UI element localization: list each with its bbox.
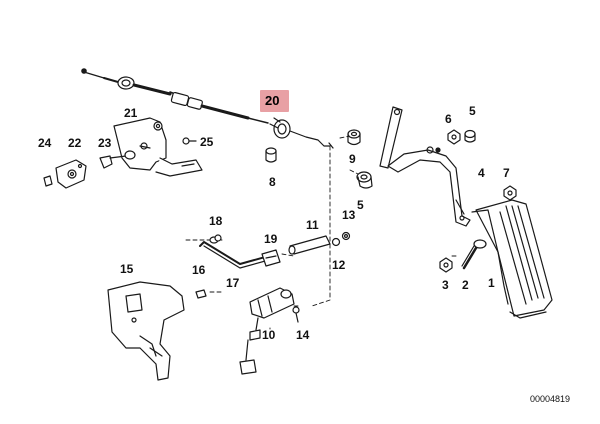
part-11-tube — [288, 235, 331, 255]
part-label-12[interactable]: 12 — [332, 258, 346, 272]
part-label-18[interactable]: 18 — [209, 214, 223, 228]
part-label-17[interactable]: 17 — [226, 276, 240, 290]
part-22-lever — [55, 159, 87, 189]
part-19-clip — [261, 249, 281, 267]
part-label-21[interactable]: 21 — [124, 106, 138, 120]
part-8-bushing — [265, 147, 277, 163]
part-label-11[interactable]: 11 — [306, 218, 319, 232]
part-label-16[interactable]: 16 — [192, 263, 206, 277]
part-label-25[interactable]: 25 — [200, 135, 214, 149]
part-label-22[interactable]: 22 — [68, 136, 82, 150]
part-label-8[interactable]: 8 — [269, 175, 276, 189]
part-1-pedal-pad — [471, 199, 553, 319]
part-24-clip — [43, 175, 53, 187]
part-label-20[interactable]: 20 — [265, 93, 280, 108]
diagram-reference-number: 00004819 — [530, 394, 571, 404]
part-9-bushing — [347, 129, 361, 146]
part-label-7[interactable]: 7 — [503, 166, 510, 180]
part-label-19[interactable]: 19 — [264, 232, 278, 246]
throttle-cable — [81, 68, 269, 124]
part-12-washer — [331, 237, 341, 247]
part-label-6[interactable]: 6 — [445, 112, 452, 126]
highlight-box-part-20 — [260, 90, 289, 112]
leader-lines — [185, 135, 459, 337]
part-7-nut — [503, 185, 517, 201]
part-5-bushing-top — [464, 129, 476, 143]
part-label-23[interactable]: 23 — [98, 136, 112, 150]
part-label-13[interactable]: 13 — [342, 208, 356, 222]
part-label-4[interactable]: 4 — [478, 166, 485, 180]
part-label-24[interactable]: 24 — [38, 136, 52, 150]
part-10-actuator — [239, 287, 295, 375]
part-14-screw — [292, 306, 300, 323]
pedal-lever — [356, 106, 471, 227]
part-label-14[interactable]: 14 — [296, 328, 310, 342]
part-3-nut — [439, 257, 453, 273]
part-label-9[interactable]: 9 — [349, 152, 356, 166]
part-label-2[interactable]: 2 — [462, 278, 469, 292]
part-16-screw — [195, 289, 207, 299]
part-label-10[interactable]: 10 — [262, 328, 276, 342]
part-label-3[interactable]: 3 — [442, 278, 449, 292]
part-2-stop-bolt — [461, 239, 487, 270]
part-25-screw — [182, 137, 197, 145]
part-15-floor-bracket — [107, 281, 185, 381]
part-label-5-lower[interactable]: 5 — [357, 198, 364, 212]
part-20-cable-holder — [269, 117, 334, 149]
part-21-bracket — [113, 117, 203, 177]
part-13-nut — [341, 231, 351, 241]
part-label-1[interactable]: 1 — [488, 276, 495, 290]
part-6-nut — [447, 129, 461, 145]
part-23-pivot — [99, 150, 136, 169]
part-label-15[interactable]: 15 — [120, 262, 134, 276]
part-label-5-upper[interactable]: 5 — [469, 104, 476, 118]
part-18-fastener — [214, 234, 222, 242]
